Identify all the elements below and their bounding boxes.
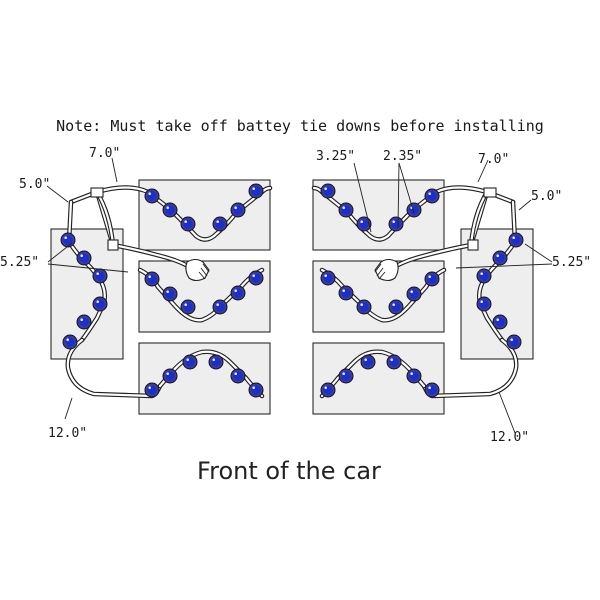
right-dimension-leaders bbox=[353, 159, 553, 434]
right-led-21 bbox=[476, 268, 492, 284]
left-label-5-0: 5.0" bbox=[19, 177, 50, 192]
right-led-2 bbox=[406, 202, 422, 218]
right-side-battery-panel bbox=[460, 228, 534, 360]
right-led-5 bbox=[338, 202, 354, 218]
right-led-12 bbox=[320, 270, 336, 286]
left-label-12-0: 12.0" bbox=[48, 426, 87, 441]
right-connector-plug bbox=[374, 258, 399, 282]
right-led-20 bbox=[492, 250, 508, 266]
left-led-7 bbox=[144, 271, 160, 287]
led-lights bbox=[60, 183, 524, 398]
left-led-15 bbox=[182, 354, 198, 370]
right-led-8 bbox=[406, 286, 422, 302]
right-led-19 bbox=[508, 232, 524, 248]
left-led-2 bbox=[162, 202, 178, 218]
right-led-7 bbox=[424, 271, 440, 287]
left-led-23 bbox=[76, 314, 92, 330]
left-led-5 bbox=[230, 202, 246, 218]
left-led-14 bbox=[162, 368, 178, 384]
right-led-17 bbox=[338, 368, 354, 384]
left-led-19 bbox=[60, 232, 76, 248]
left-led-10 bbox=[212, 299, 228, 315]
left-led-9 bbox=[180, 299, 196, 315]
left-led-16 bbox=[208, 354, 224, 370]
right-led-22 bbox=[476, 296, 492, 312]
right-middle-junction bbox=[467, 239, 479, 251]
right-led-3 bbox=[388, 216, 404, 232]
right-led-9 bbox=[388, 299, 404, 315]
left-led-17 bbox=[230, 368, 246, 384]
right-label-12-0: 12.0" bbox=[490, 430, 529, 445]
left-led-20 bbox=[76, 250, 92, 266]
right-led-10 bbox=[356, 299, 372, 315]
right-led-13 bbox=[424, 382, 440, 398]
right-label-2-35: 2.35" bbox=[383, 149, 422, 164]
left-led-21 bbox=[92, 268, 108, 284]
right-led-15 bbox=[386, 354, 402, 370]
front-of-car-caption: Front of the car bbox=[197, 457, 381, 485]
right-led-4 bbox=[356, 216, 372, 232]
left-led-13 bbox=[144, 382, 160, 398]
right-led-18 bbox=[320, 382, 336, 398]
left-led-22 bbox=[92, 296, 108, 312]
right-top-junction bbox=[483, 187, 497, 198]
right-led-11 bbox=[338, 285, 354, 301]
right-label-5-25: 5.25" bbox=[552, 255, 591, 270]
left-feed-to-middle bbox=[94, 189, 198, 273]
right-label-5-0: 5.0" bbox=[531, 189, 562, 204]
left-connector-plug bbox=[185, 258, 210, 282]
left-led-3 bbox=[180, 216, 196, 232]
left-top-junction bbox=[90, 187, 104, 198]
left-led-8 bbox=[162, 286, 178, 302]
left-junctions bbox=[90, 187, 119, 251]
left-led-11 bbox=[230, 285, 246, 301]
right-junctions bbox=[467, 187, 497, 251]
right-led-23 bbox=[492, 314, 508, 330]
left-led-24 bbox=[62, 334, 78, 350]
left-dimension-leaders bbox=[46, 157, 129, 420]
right-led-24 bbox=[506, 334, 522, 350]
right-label-7-0: 7.0" bbox=[478, 152, 509, 167]
left-led-4 bbox=[212, 216, 228, 232]
left-led-18 bbox=[248, 382, 264, 398]
wire-harness bbox=[65, 185, 519, 399]
left-led-6 bbox=[248, 183, 264, 199]
right-feed-to-middle bbox=[386, 189, 490, 273]
left-label-5-25: 5.25" bbox=[0, 255, 39, 270]
left-led-12 bbox=[248, 270, 264, 286]
right-led-14 bbox=[406, 368, 422, 384]
right-led-1 bbox=[424, 188, 440, 204]
right-led-16 bbox=[360, 354, 376, 370]
installation-note: Note: Must take off battey tie downs bef… bbox=[56, 117, 544, 135]
left-label-7-0: 7.0" bbox=[89, 146, 120, 161]
left-middle-junction bbox=[107, 239, 119, 251]
left-led-1 bbox=[144, 188, 160, 204]
right-label-3-25: 3.25" bbox=[316, 149, 355, 164]
right-led-6 bbox=[320, 183, 336, 199]
